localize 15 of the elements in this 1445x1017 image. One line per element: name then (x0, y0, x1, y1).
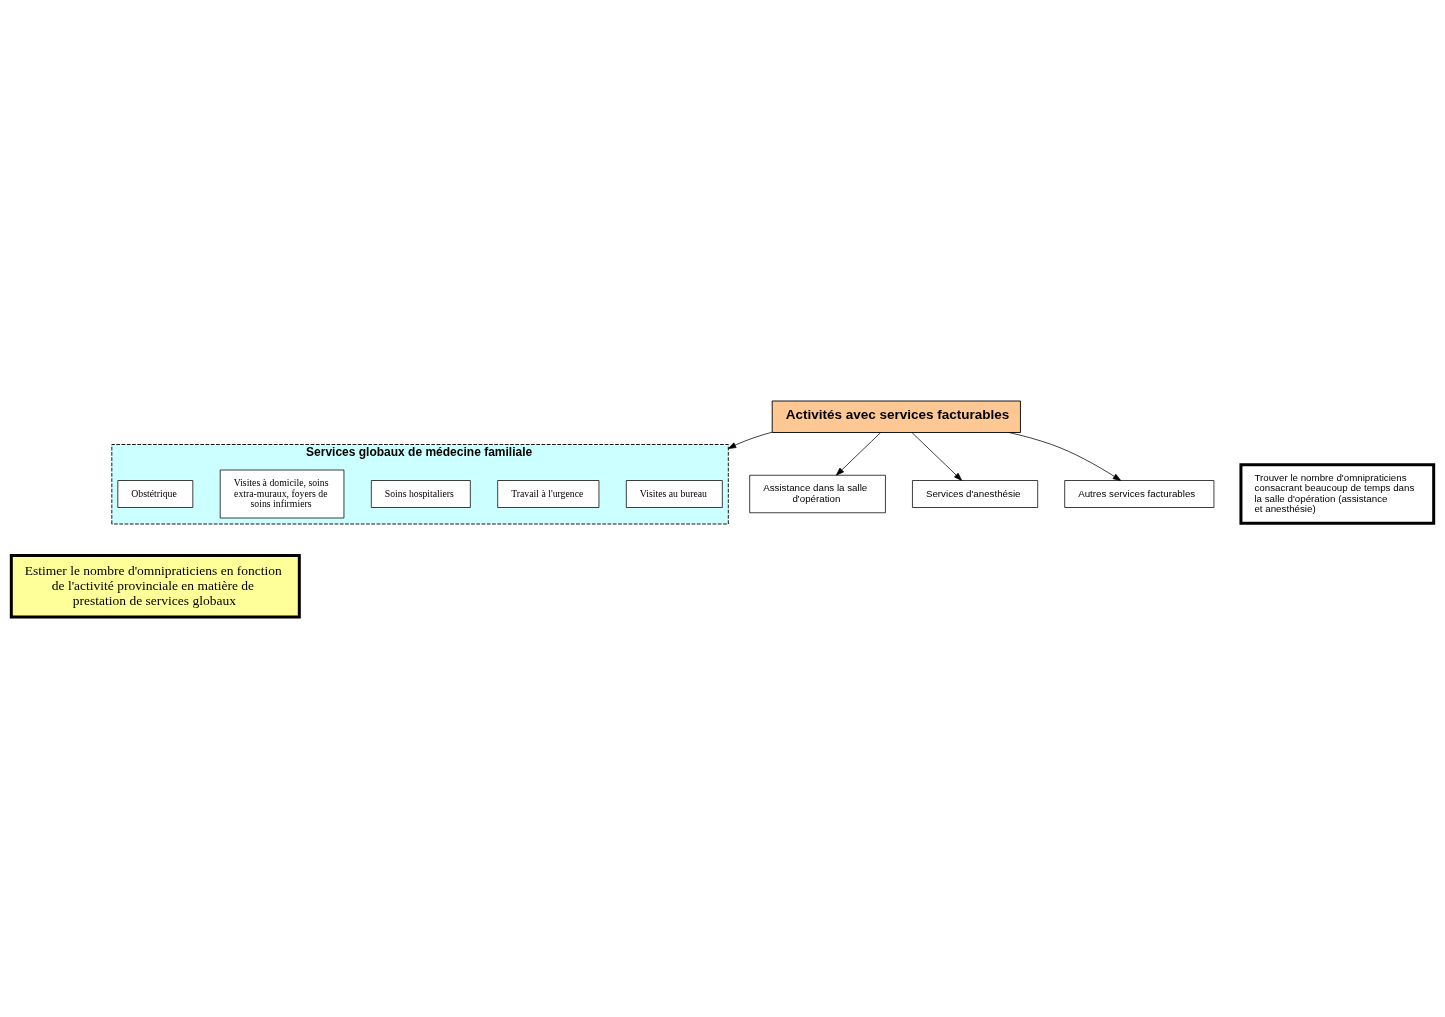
node-box: Soins hospitaliers (370, 479, 471, 508)
arrow (911, 431, 963, 481)
node-box: Visites au bureau (625, 479, 723, 508)
arrow (727, 431, 773, 449)
node-box: Activités avec services facturables (771, 400, 1021, 433)
node-box: Trouver le nombre d'omnipraticiens consacrant beaucoup de temps dans la salle d'opération (assistance et anesthésie) (1239, 462, 1436, 525)
node-box: Travail à l'urgence (497, 479, 600, 508)
node-box: Obstétrique (117, 479, 194, 508)
arrow (835, 431, 881, 476)
arrow (1008, 431, 1122, 481)
node-box: Visites à domicile, soins extra-muraux, foyers de soins infirmiers (219, 469, 345, 518)
node-box: Assistance dans la salle d'opération (749, 474, 886, 513)
node-box: Services d'anesthésie (912, 479, 1039, 508)
node-box: Estimer le nombre d'omnipraticiens en fonction de l'activité provinciale en matière de prestation de services globaux (9, 553, 301, 618)
node-box: Autres services facturables (1064, 479, 1215, 508)
